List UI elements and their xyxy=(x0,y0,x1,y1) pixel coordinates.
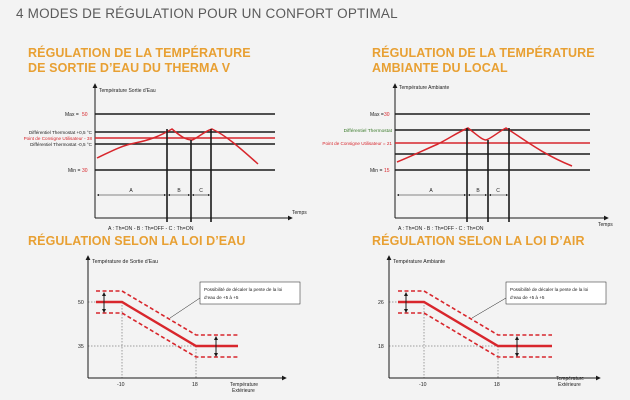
law-curve-upper xyxy=(96,290,238,336)
note-line-1: Possibilité de décaler la pente de la lo… xyxy=(510,287,588,292)
state-legend: A : Th=ON - B : Th=OFF - C : Th=ON xyxy=(398,226,484,232)
min-label: Min = xyxy=(68,168,80,174)
setpoint-label: Point de Consigne Utilisateur = 21 xyxy=(322,141,392,146)
note-line-2: d’eau de +5 à +5 xyxy=(204,295,239,300)
law-curve-lower xyxy=(96,312,238,358)
x-right-tick: 18 xyxy=(192,382,198,388)
x-left-tick: -10 xyxy=(419,382,427,388)
page-title: 4 MODES DE RÉGULATION POUR UN CONFORT OP… xyxy=(16,6,398,21)
diff-label: Différentiel Thermostat xyxy=(344,128,393,134)
room-temp-diagram: Température Ambiante Temps Max = 30 Diff… xyxy=(322,83,613,232)
y-high-tick: 50 xyxy=(78,300,84,306)
segment-c-label: C xyxy=(496,188,500,194)
temperature-curve xyxy=(396,127,573,167)
air-law-diagram: Température Ambiante Température Extérie… xyxy=(378,255,607,388)
x-axis-label-2: Extérieure xyxy=(558,382,581,388)
x-axis-label-1: Température xyxy=(230,382,258,388)
water-temp-diagram: Température Sortie d’Eau Temps Max = 50 … xyxy=(24,83,307,232)
min-value: 15 xyxy=(384,168,390,174)
note-pointer xyxy=(471,297,507,319)
segment-b-label: B xyxy=(476,188,480,194)
water-law-title: RÉGULATION SELON LA LOI D’EAU xyxy=(28,234,246,248)
max-label: Max = xyxy=(65,112,79,118)
y-axis-label: Température Ambiante xyxy=(399,85,450,91)
water-temp-title: RÉGULATION DE LA TEMPÉRATURE DE SORTIE D… xyxy=(28,46,251,76)
law-curve-main xyxy=(398,300,552,348)
y-low-tick: 18 xyxy=(378,344,384,350)
water-law-diagram: Température de Sortie d’Eau Température … xyxy=(78,255,301,394)
max-value: 50 xyxy=(82,112,88,118)
note-line-2: d’eau de +5 à +5 xyxy=(510,295,545,300)
x-left-tick: -10 xyxy=(117,382,125,388)
x-axis-label: Temps xyxy=(598,222,613,228)
law-curve-lower xyxy=(398,312,552,358)
y-axis-label: Température Sortie d’Eau xyxy=(99,88,156,94)
law-curve-upper xyxy=(398,290,552,336)
segment-b-label: B xyxy=(177,188,181,194)
water-temp-title-line2: DE SORTIE D’EAU DU THERMA V xyxy=(28,61,231,75)
x-axis-label-2: Extérieure xyxy=(232,388,255,394)
max-label: Max = xyxy=(370,112,384,118)
room-temp-title-line2: AMBIANTE DU LOCAL xyxy=(372,61,508,75)
room-temp-title-line1: RÉGULATION DE LA TEMPÉRATURE xyxy=(372,46,595,60)
min-label: Min = xyxy=(370,168,382,174)
state-legend: A : Th=ON - B : Th=OFF - C : Th=ON xyxy=(108,226,194,232)
x-axis-label-1: Température xyxy=(556,376,584,382)
y-low-tick: 35 xyxy=(78,344,84,350)
air-law-title: RÉGULATION SELON LA LOI D’AIR xyxy=(372,234,585,248)
water-temp-title-line1: RÉGULATION DE LA TEMPÉRATURE xyxy=(28,46,251,60)
segment-a-label: A xyxy=(129,188,133,194)
note-line-1: Possibilité de décaler la pente de la lo… xyxy=(204,287,282,292)
max-value: 30 xyxy=(384,112,390,118)
note-box xyxy=(505,281,607,305)
segment-c-label: C xyxy=(199,188,203,194)
x-axis-label: Temps xyxy=(292,210,307,216)
y-axis-label: Température de Sortie d’Eau xyxy=(92,259,158,265)
note-box xyxy=(199,281,301,305)
diff-plus-label: Différentiel Thermostat +0,5 °C xyxy=(29,130,93,135)
segment-a-label: A xyxy=(429,188,433,194)
note-pointer xyxy=(169,297,201,319)
setpoint-label: Point de Consigne Utilisateur - 38 xyxy=(24,136,93,141)
diff-minus-label: Différentiel Thermostat -0,5 °C xyxy=(30,142,93,147)
y-high-tick: 26 xyxy=(378,300,384,306)
y-axis-label: Température Ambiante xyxy=(393,259,445,265)
room-temp-title: RÉGULATION DE LA TEMPÉRATURE AMBIANTE DU… xyxy=(372,46,595,76)
temperature-curve xyxy=(96,128,259,165)
x-right-tick: 18 xyxy=(494,382,500,388)
min-value: 30 xyxy=(82,168,88,174)
